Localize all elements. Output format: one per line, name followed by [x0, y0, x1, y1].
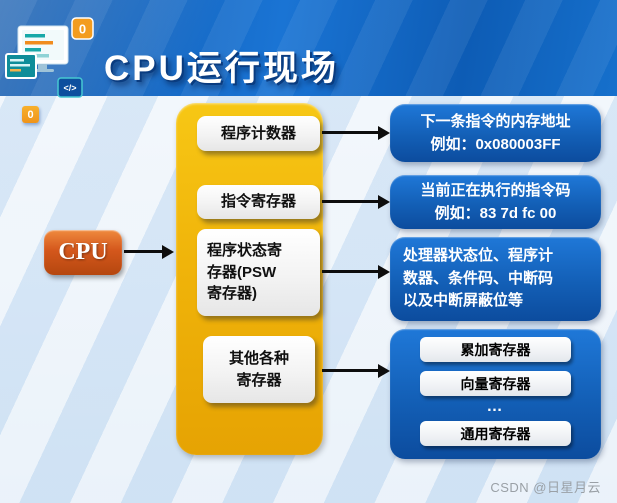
- register-box-other-registers: 其他各种 寄存器: [203, 336, 315, 403]
- ellipsis-label: …: [486, 398, 505, 415]
- info-box-next-instruction-address: 下一条指令的内存地址 例如：0x080003FF: [390, 104, 601, 162]
- header-code-icon: </>: [63, 83, 76, 93]
- watermark: CSDN @日星月云: [490, 480, 601, 495]
- arrow-cpu-to-panel: [124, 250, 162, 253]
- computer-illustration-icon: 0 </>: [5, 17, 94, 98]
- mini-box-general-register: 通用寄存器: [420, 421, 571, 446]
- header-zero-badge: 0: [79, 22, 86, 37]
- body-zero-badge: 0: [22, 106, 39, 123]
- header-banner: CPU运行现场 0 </>: [0, 0, 617, 98]
- info-box-processor-status: 处理器状态位、程序计 数器、条件码、中断码 以及中断屏蔽位等: [390, 237, 601, 321]
- arrow-ir-to-info: [322, 200, 378, 203]
- info-box-current-instruction-code: 当前正在执行的指令码 例如：83 7d fc 00: [390, 175, 601, 229]
- arrow-other-to-info: [322, 369, 378, 372]
- arrow-psw-to-info-head: [378, 265, 390, 279]
- mini-box-accumulator: 累加寄存器: [420, 337, 571, 362]
- mini-box-vector-register: 向量寄存器: [420, 371, 571, 396]
- arrow-pc-to-info-head: [378, 126, 390, 140]
- arrow-pc-to-info: [322, 131, 378, 134]
- arrow-cpu-to-panel-head: [162, 245, 174, 259]
- arrow-psw-to-info: [322, 270, 378, 273]
- register-box-instruction-register: 指令寄存器: [197, 185, 320, 219]
- arrow-ir-to-info-head: [378, 195, 390, 209]
- cpu-node: CPU: [44, 230, 122, 275]
- register-box-program-counter: 程序计数器: [197, 116, 320, 151]
- page-title: CPU运行现场: [104, 49, 339, 88]
- arrow-other-to-info-head: [378, 364, 390, 378]
- register-box-psw: 程序状态寄 存器(PSW 寄存器): [197, 229, 320, 316]
